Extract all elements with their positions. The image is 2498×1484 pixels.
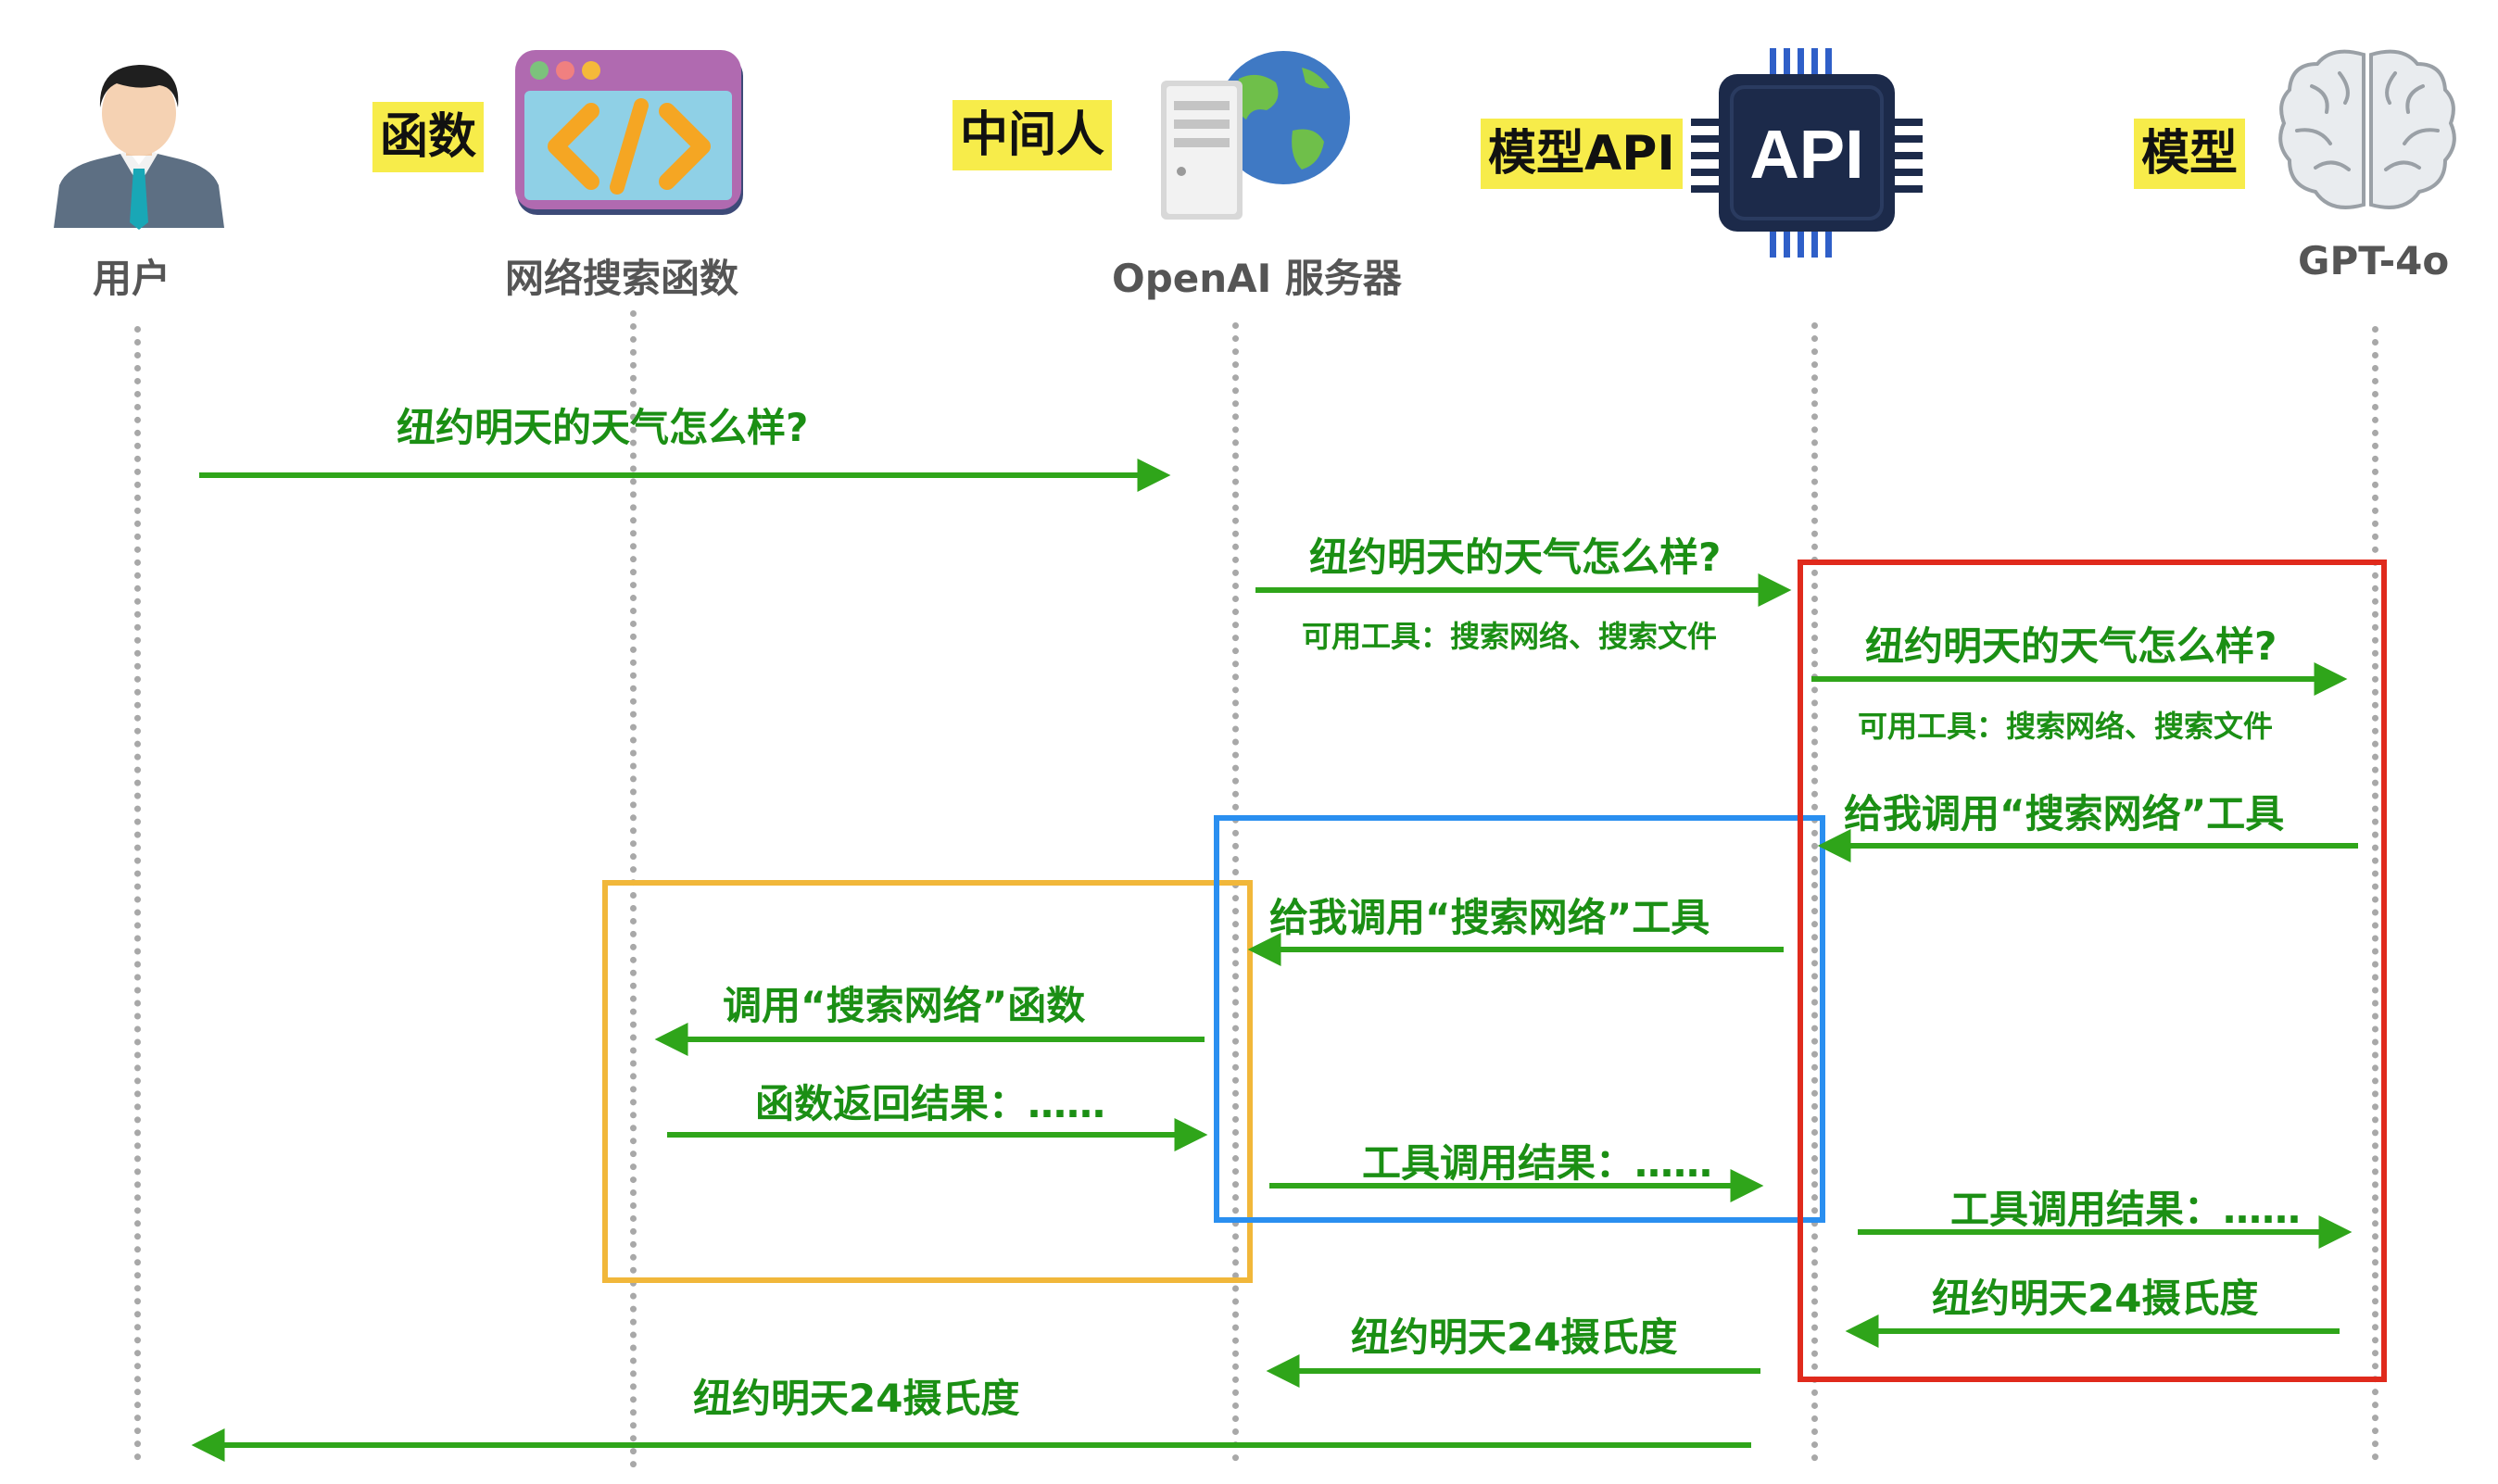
api-chip-text: API: [1749, 116, 1863, 193]
message-function-result: 函数返回结果：……: [755, 1081, 1106, 1126]
message-invoke-function: 调用“搜索网络”函数: [723, 983, 1086, 1028]
message-api-answer: 纽约明天24摄氏度: [1351, 1314, 1678, 1360]
message-tool-result-to-model: 工具调用结果：……: [1950, 1187, 2302, 1232]
function-group-box: [602, 880, 1253, 1283]
tag-function: 函数: [372, 102, 485, 172]
middleman-group-box: [1214, 815, 1825, 1223]
message-user-question: 纽约明天的天气怎么样?: [397, 405, 809, 450]
message-tool-result: 工具调用结果：……: [1362, 1140, 1713, 1186]
actor-label-function: 网络搜索函数: [505, 256, 739, 301]
lifeline-model: [2372, 326, 2378, 1461]
lifeline-function: [630, 310, 637, 1468]
actor-label-middleman: OpenAI 服务器: [1112, 256, 1402, 301]
code-window-icon: [515, 50, 743, 215]
tag-middleman: 中间人: [953, 100, 1113, 170]
message-tool-call-request: 给我调用“搜索网络”工具: [1844, 791, 2285, 836]
lifeline-api: [1811, 322, 1818, 1462]
brain-icon: [2278, 49, 2456, 209]
user-avatar-icon: [54, 65, 224, 230]
lifeline-user: [134, 326, 141, 1461]
message-available-tools: 可用工具：搜索网络、搜索文件: [1302, 619, 1718, 654]
message-tool-call-forward: 给我调用“搜索网络”工具: [1269, 895, 1710, 940]
message-model-available-tools: 可用工具：搜索网络、搜索文件: [1858, 709, 2274, 744]
message-model-answer: 纽约明天24摄氏度: [1932, 1276, 2259, 1321]
api-chip-icon: API: [1691, 48, 1923, 258]
message-forward-question: 纽约明天的天气怎么样?: [1309, 534, 1722, 580]
tag-model: 模型: [2134, 119, 2246, 189]
tag-api: 模型API: [1481, 119, 1683, 189]
actor-label-user: 用户: [93, 256, 171, 301]
actor-label-model: GPT-4o: [2298, 238, 2450, 283]
message-model-question: 纽约明天的天气怎么样?: [1865, 623, 2277, 669]
lifeline-middleman: [1232, 322, 1239, 1462]
message-final-answer: 纽约明天24摄氏度: [693, 1376, 1020, 1421]
model-group-box: [1798, 560, 2387, 1382]
server-globe-icon: [1161, 51, 1350, 220]
